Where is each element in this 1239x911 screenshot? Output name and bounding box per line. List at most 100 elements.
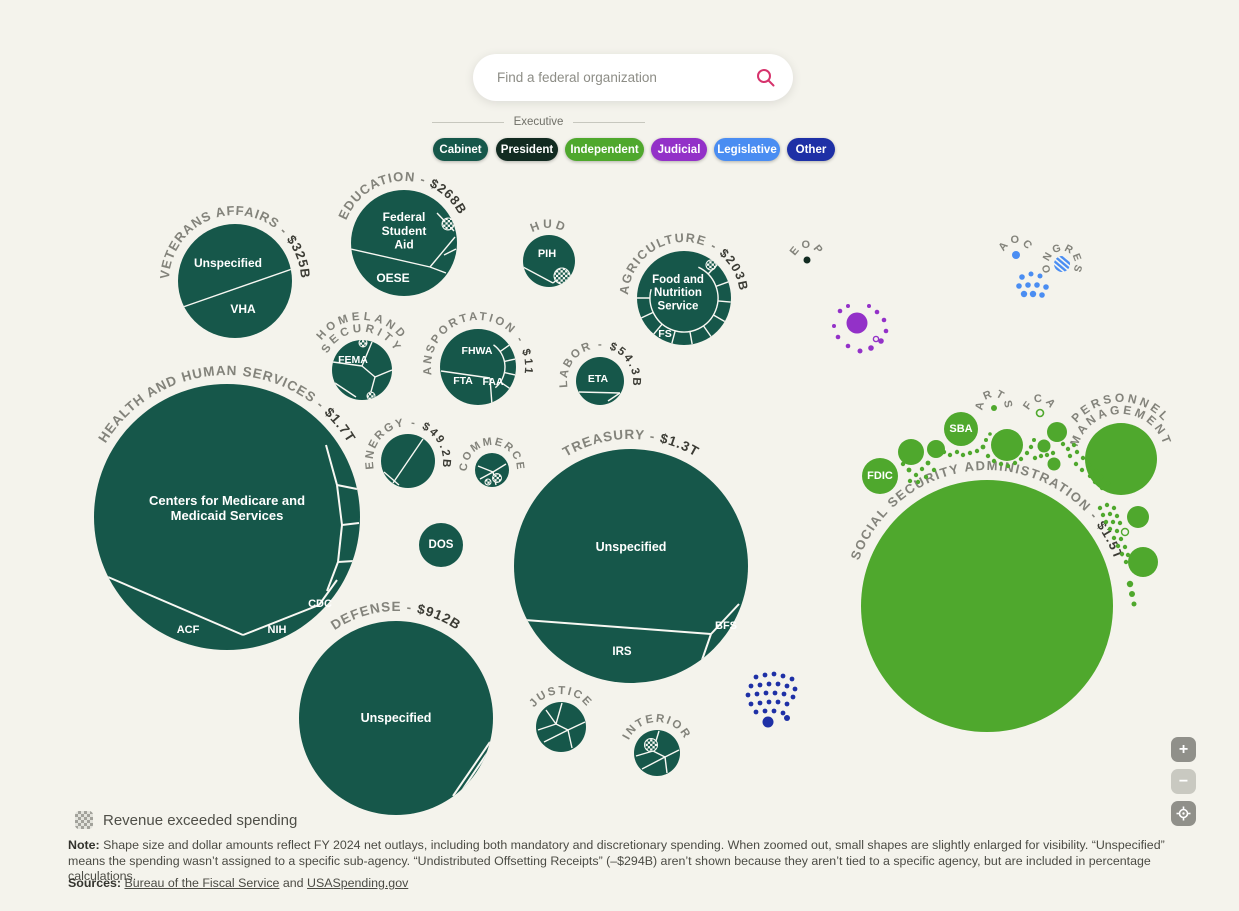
bubble-labor[interactable]: ETA — [576, 357, 624, 405]
bubble-va-label: Unspecified — [194, 256, 262, 270]
bubble-transportation-label: FHWA — [462, 345, 493, 357]
legend: Revenue exceeded spending — [75, 811, 297, 829]
source-link-usaspending[interactable]: USASpending.gov — [307, 876, 409, 890]
footnote-label: Note: — [68, 838, 100, 852]
bubble-hhs-label: ACF — [177, 624, 200, 636]
bubble-congress[interactable] — [1054, 256, 1070, 272]
dot-cluster-legislative-satellites[interactable] — [1016, 271, 1049, 298]
bubble-ind-e[interactable] — [1037, 439, 1051, 453]
bubble-defense-label: Unspecified — [361, 711, 432, 725]
footnote-text: Shape size and dollar amounts reflect FY… — [68, 838, 1165, 883]
bubble-treasury-segments — [524, 603, 740, 661]
bubble-labor-label: ETA — [588, 373, 609, 385]
zoom-in-button[interactable]: + — [1171, 737, 1196, 762]
bubble-dos-label: DOS — [429, 539, 454, 551]
svg-text:HUD: HUD — [528, 217, 570, 235]
bubble-agriculture-label: FS — [658, 328, 671, 340]
bubble-fca[interactable] — [1035, 408, 1045, 418]
bubble-opm[interactable] — [1085, 423, 1157, 495]
sources-line: Sources: Bureau of the Fiscal Service an… — [68, 876, 408, 890]
bubble-ind-h[interactable] — [1128, 547, 1158, 577]
sources-conjunction: and — [279, 876, 308, 890]
bubble-treasury-label: Unspecified — [596, 540, 667, 554]
bubble-defense[interactable]: Unspecified — [299, 621, 493, 815]
bubble-justice[interactable] — [536, 702, 586, 752]
bubble-ind-f[interactable] — [1047, 457, 1061, 471]
bubble-homeland-segments — [332, 340, 392, 400]
bubble-hud-segments — [523, 266, 571, 285]
bubble-hhs-segments — [107, 444, 360, 636]
bubble-transportation-label: FTA — [453, 375, 473, 387]
bubble-aoc[interactable] — [1012, 251, 1020, 259]
bubble-ind-g[interactable] — [1127, 506, 1149, 528]
bubble-agriculture-segments — [637, 259, 731, 345]
bubble-ind-a[interactable] — [898, 439, 924, 465]
dot-cluster-independent-satellites[interactable] — [900, 432, 1137, 607]
sources-label: Sources: — [68, 876, 122, 890]
svg-text:AOC: AOC — [996, 234, 1035, 253]
footnote: Note: Shape size and dollar amounts refl… — [68, 838, 1196, 885]
filter-pill-legislative[interactable]: Legislative — [714, 138, 780, 161]
bubble-ind-d[interactable] — [1047, 422, 1067, 442]
bubble-sba-label: SBA — [949, 423, 972, 435]
dot-cluster-judicial-satellites[interactable] — [832, 304, 889, 354]
bubble-hud-label: PIH — [538, 248, 556, 260]
bubble-interior[interactable] — [634, 730, 680, 776]
recenter-button[interactable] — [1171, 801, 1196, 826]
filter-pill-judicial[interactable]: Judicial — [651, 138, 707, 161]
bubble-education-label: OESE — [376, 271, 409, 285]
bubble-energy[interactable] — [381, 434, 435, 488]
filter-pill-independent[interactable]: Independent — [565, 138, 644, 161]
bubble-fdic[interactable]: FDIC — [862, 458, 898, 494]
search-bar[interactable] — [473, 54, 793, 101]
bubble-commerce[interactable] — [475, 453, 509, 487]
bubble-treasury-label: BFS — [715, 620, 737, 632]
bubble-jud-main[interactable] — [846, 312, 868, 334]
executive-divider-right — [573, 121, 646, 123]
bubble-labor-segments — [578, 391, 621, 402]
bubble-ssa[interactable] — [861, 480, 1113, 732]
bubble-ind-c[interactable] — [991, 429, 1023, 461]
recenter-icon — [1176, 806, 1191, 821]
bubble-commerce-segments — [477, 463, 507, 486]
filter-pill-cabinet[interactable]: Cabinet — [433, 138, 488, 161]
bubble-arts[interactable] — [991, 405, 997, 411]
executive-group: Executive — [432, 116, 646, 128]
zoom-controls: + − — [1171, 737, 1196, 826]
zoom-out-button[interactable]: − — [1171, 769, 1196, 794]
executive-group-label: Executive — [513, 116, 564, 128]
bubble-homeland-label: FEMA — [338, 354, 368, 366]
bubble-dos[interactable]: DOS — [419, 523, 463, 567]
filter-pill-president[interactable]: President — [496, 138, 558, 161]
svg-text:EOP: EOP — [788, 239, 826, 258]
filter-pill-other[interactable]: Other — [787, 138, 835, 161]
svg-text:ARTS: ARTS — [973, 388, 1014, 412]
bubble-hhs-label: NIH — [268, 624, 287, 636]
search-input[interactable] — [495, 69, 755, 86]
bubble-treasury-label: IRS — [612, 646, 632, 658]
bubble-homeland[interactable]: FEMA — [332, 339, 392, 400]
legend-label: Revenue exceeded spending — [103, 811, 298, 829]
bubble-hhs-label: CDC — [308, 598, 332, 610]
bubble-va-label: VHA — [230, 302, 256, 316]
bubble-energy-segments — [383, 438, 424, 486]
bubble-sba[interactable]: SBA — [944, 412, 978, 446]
dot-cluster-other-cluster[interactable] — [745, 671, 798, 728]
bubble-hud[interactable]: PIH — [523, 235, 575, 287]
bubble-eop[interactable] — [803, 256, 811, 264]
bubble-ind-b[interactable] — [927, 440, 945, 458]
bubble-fdic-label: FDIC — [867, 470, 893, 482]
executive-divider-left — [432, 121, 504, 123]
search-icon[interactable] — [755, 67, 777, 89]
source-link-fiscal-service[interactable]: Bureau of the Fiscal Service — [124, 876, 280, 890]
